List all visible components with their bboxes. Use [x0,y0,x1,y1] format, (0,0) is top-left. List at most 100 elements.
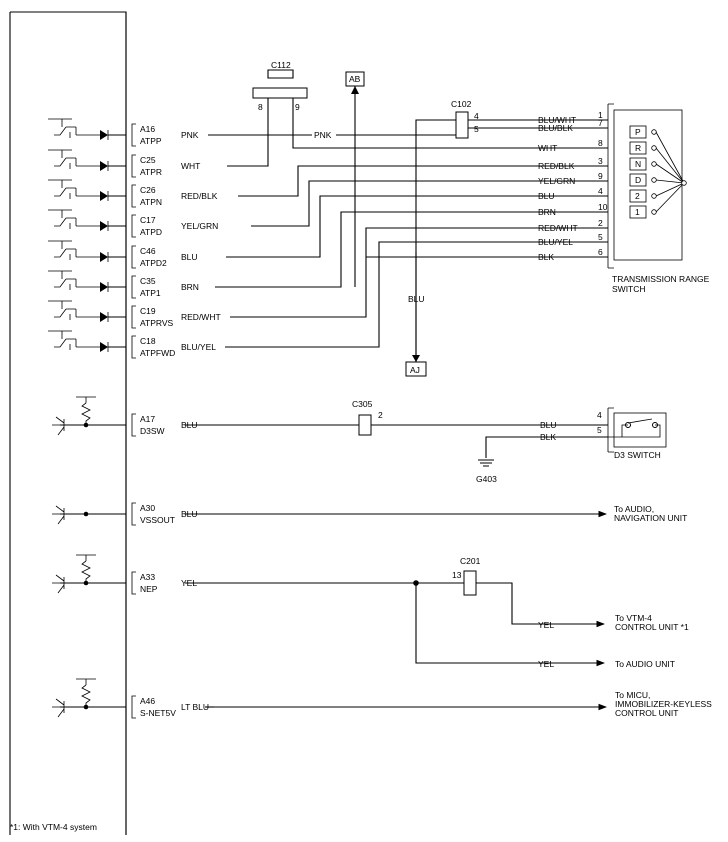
d3-pin-bottom: 5 [597,425,602,435]
junction-dot [83,511,89,517]
ground-g403: G403 [476,474,497,484]
ab-label: AB [349,74,361,84]
trs-wire-label: WHT [538,143,557,153]
pulldown-switch-symbol [48,240,100,260]
harness-wire-7 [225,241,608,348]
trs-position-box [629,157,647,171]
diode-icon [100,282,108,292]
diode-icon [100,191,108,201]
ecm-pin-name: ATPN [140,197,162,207]
d3-switch: D3 SWITCH BLU BLK 4 5 G403 [185,407,667,484]
c112-pin-left: 8 [258,102,263,112]
c102-pin-bottom: 5 [474,124,479,134]
harness-wire-5 [215,211,608,288]
trs-contact [651,177,657,183]
trs-position-label: 1 [635,207,640,217]
d3-pin-top: 4 [597,410,602,420]
pulldown-switch-symbol [48,209,100,229]
trs-pin: 9 [598,171,603,181]
trs-position-label: P [635,127,641,137]
vss-dest-line1: To AUDIO, [614,504,654,514]
pin-bracket [131,275,136,299]
d3-switch-label: D3 SWITCH [614,450,661,460]
wire-color: LT BLU [181,702,209,712]
trs-position-label: R [635,143,641,153]
harness-wire-c102 [415,119,608,362]
trs-contact-line [655,179,685,184]
ecm-pin-name: ATP1 [140,288,161,298]
junction-dot [83,580,89,586]
trs-position-label: N [635,159,641,169]
trs-position-box [629,173,647,187]
ab-connector: AB [345,71,365,87]
harness-wire-wht [292,98,608,149]
aj-connector: AJ [405,361,427,377]
pin-bracket [131,571,136,595]
vtm4-wire: YEL [538,620,554,630]
diode-icon [100,312,108,322]
resistor-icon [76,554,96,583]
trs-wire-label: RED/BLK [538,161,575,171]
trs-wire-label: BLU/BLK [538,123,573,133]
trs-position-label: D [635,175,641,185]
transistor-icon [52,574,65,594]
trs-position-box [629,205,647,219]
transmission-range-switch: TRANSMISSION RANGE SWITCH BLU/WHT 1 BLU/BL… [538,103,710,294]
trs-wire-label: BLU/WHT [538,115,576,125]
diode-icon [100,342,108,352]
trs-contact-line [655,182,685,197]
ecm-pin: A30 [140,503,155,513]
wire-color: RED/WHT [181,312,221,322]
wire-color: WHT [181,161,200,171]
trs-contact-line [655,163,685,184]
ecm-pin: A46 [140,696,155,706]
trs-pin: 2 [598,218,603,228]
trs-pin: 8 [598,138,603,148]
trs-pin: 5 [598,232,603,242]
pin-bracket [131,214,136,238]
ecm-pin: C35 [140,276,156,286]
c112-connector: C112 8 9 [252,60,308,112]
junction-dot [83,704,89,710]
pin-bracket [131,335,136,359]
trs-position-label: 2 [635,191,640,201]
wire-color: BLU [181,252,198,262]
ecm-pin-name: ATPP [140,136,162,146]
snet-output: To MICU, IMMOBILIZER-KEYLESS CONTROL UNI… [214,690,712,718]
pulldown-switch-symbol [48,330,100,350]
ecm-pin-name: ATPRVS [140,318,174,328]
pulldown-switch-symbol [48,149,100,169]
trs-wire-label: BLK [538,252,554,262]
ecm-pin-name: ATPD2 [140,258,167,268]
c201-label: C201 [460,556,481,566]
harness-wire-pnk-right [336,127,608,136]
wire-color: YEL/GRN [181,221,218,231]
ecm-pin: A16 [140,124,155,134]
vss-output: To AUDIO, NAVIGATION UNIT [204,504,687,523]
trs-pin: 4 [598,186,603,196]
harness-wire-3 [251,180,608,227]
transistor-icon [52,416,65,436]
trs-contact [651,209,657,215]
ecm-inputs: A16ATPPPNKC25ATPRWHTC26ATPNRED/BLKC17ATP… [48,86,608,362]
harness-wire-4 [226,195,608,258]
ecm-pin-name: ATPD [140,227,162,237]
pulldown-switch-symbol [48,300,100,320]
trs-label-line1: TRANSMISSION RANGE [612,274,710,284]
resistor-icon [76,678,96,707]
trs-label-line2: SWITCH [612,284,646,294]
c112-pin-right: 9 [295,102,300,112]
trs-position-box [629,189,647,203]
ecm-pin-name: D3SW [140,426,165,436]
transistor-icon [52,698,65,718]
trs-pin: 3 [598,156,603,166]
trs-contact-line [655,131,685,184]
diode-icon [100,252,108,262]
trs-wire-label: YEL/GRN [538,176,575,186]
c102-pin-top: 4 [474,111,479,121]
footnote: *1: With VTM-4 system [10,822,97,832]
ab-arrow [351,86,359,94]
ecm-pin: C25 [140,155,156,165]
pulldown-switch-symbol [48,270,100,290]
